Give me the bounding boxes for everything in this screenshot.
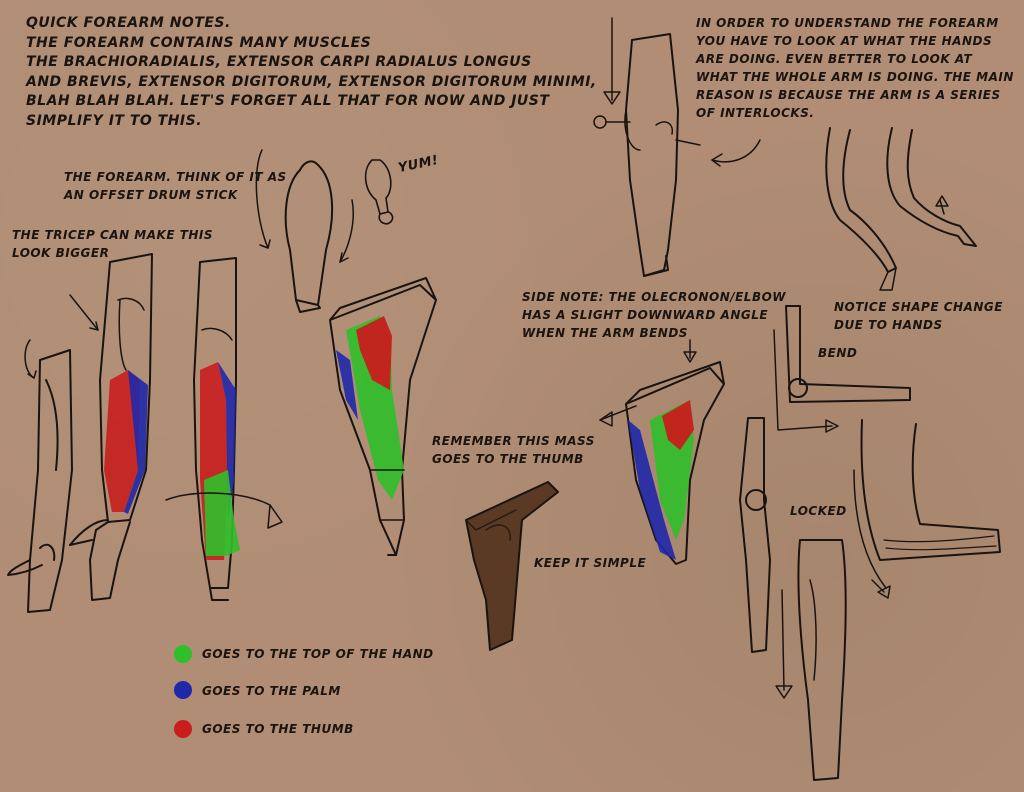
legend-swatch-green	[174, 645, 192, 663]
thumb-mass-line: GOES TO THE THUMB	[432, 452, 584, 466]
legend-label-red: GOES TO THE THUMB	[202, 722, 354, 736]
intro-note: QUICK FOREARM NOTES. THE FOREARM CONTAIN…	[26, 14, 597, 131]
interlock-line: YOU HAVE TO LOOK AT WHAT THE HANDS	[696, 34, 993, 48]
tricep-line: LOOK BIGGER	[12, 246, 110, 260]
intro-line: BLAH BLAH BLAH. LET'S FORGET ALL THAT FO…	[26, 93, 550, 109]
bend-diagram-sketch	[773, 305, 911, 433]
interlock-line: WHAT THE WHOLE ARM IS DOING. THE MAIN	[696, 70, 1014, 84]
legend-swatch-blue	[174, 681, 192, 699]
legend-swatch-red	[174, 720, 192, 738]
drumstick-note: THE FOREARM. THINK OF IT AS AN OFFSET DR…	[64, 168, 287, 204]
interlock-forearm-sketch	[593, 17, 761, 277]
legend-swatches	[174, 645, 192, 738]
left-arm-sketch	[7, 339, 73, 613]
thumb-mass-note: REMEMBER THIS MASS GOES TO THE THUMB	[432, 432, 595, 468]
interlock-line: REASON IS BECAUSE THE ARM IS A SERIES	[696, 88, 1001, 102]
keep-simple-note: KEEP IT SIMPLE	[534, 556, 647, 570]
tricep-line: THE TRICEP CAN MAKE THIS	[12, 228, 214, 242]
shape-change-note: NOTICE SHAPE CHANGE DUE TO HANDS	[834, 298, 1003, 334]
intro-line: THE FOREARM CONTAINS MANY MUSCLES	[26, 34, 372, 51]
intro-line: SIMPLIFY IT TO THIS.	[26, 112, 203, 129]
drumstick-line: AN OFFSET DRUM STICK	[64, 188, 238, 202]
lower-forearm-sketch	[797, 539, 847, 781]
intro-line: QUICK FOREARM NOTES.	[26, 15, 231, 31]
shape-change-line: DUE TO HANDS	[834, 318, 943, 332]
intro-line: AND BREVIS, EXTENSOR DIGITORUM, EXTENSOR…	[26, 73, 597, 90]
interlock-line: IN ORDER TO UNDERSTAND THE FOREARM	[696, 16, 999, 30]
intro-line: THE BRACHIORADIALIS, EXTENSOR CARPI RADI…	[26, 54, 532, 70]
locked-label: LOCKED	[790, 504, 847, 518]
thumb-mass-line: REMEMBER THIS MASS	[432, 434, 595, 448]
legend-label-blue: GOES TO THE PALM	[202, 684, 341, 698]
drumstick-icon	[364, 159, 394, 225]
legend-label-green: GOES TO THE TOP OF THE HAND	[202, 647, 434, 661]
elbow-line: HAS A SLIGHT DOWNWARD ANGLE	[522, 308, 769, 322]
elbow-line: WHEN THE ARM BENDS	[522, 326, 688, 340]
elbow-line: SIDE NOTE: THE OLECRONON/ELBOW	[522, 290, 787, 304]
interlock-line: ARE DOING. EVEN BETTER TO LOOK AT	[696, 52, 973, 66]
shape-change-arms-sketch	[825, 127, 977, 291]
tilted-forearm-sketch	[329, 277, 437, 556]
drumstick-line: THE FOREARM. THINK OF IT AS	[64, 170, 287, 184]
red-blue-forearm-sketch	[69, 253, 153, 601]
drumstick-forearm-sketch	[255, 149, 355, 313]
tricolor-forearm-sketch	[165, 257, 283, 601]
elbow-forearm-sketch	[599, 339, 725, 565]
shape-change-line: NOTICE SHAPE CHANGE	[834, 300, 1003, 314]
simple-block-hand-sketch	[465, 481, 559, 651]
bend-label: BEND	[818, 346, 858, 360]
bent-arm-sketch	[853, 419, 1001, 599]
tricep-note: THE TRICEP CAN MAKE THIS LOOK BIGGER	[12, 226, 213, 262]
interlock-note: IN ORDER TO UNDERSTAND THE FOREARM YOU H…	[696, 14, 1014, 122]
locked-diagram-sketch	[739, 417, 793, 699]
elbow-note: SIDE NOTE: THE OLECRONON/ELBOW HAS A SLI…	[522, 288, 786, 342]
interlock-line: OF INTERLOCKS.	[696, 106, 815, 120]
